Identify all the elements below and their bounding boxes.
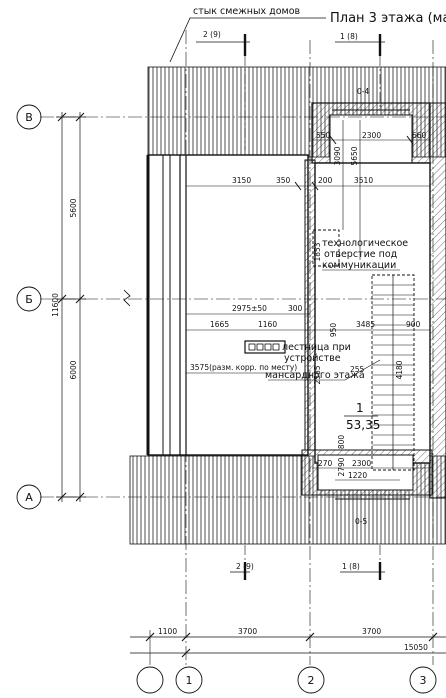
- dim-550: 550: [316, 131, 331, 140]
- dim-2975: 2975±50: [232, 304, 267, 313]
- dim-3510: 3510: [354, 176, 373, 185]
- dim-bottom-3700b: 3700: [362, 627, 381, 636]
- grid-bubble-col-1: [175, 666, 203, 694]
- dim-left-overall: 11600: [51, 293, 60, 317]
- svg-text:1 (8): 1 (8): [340, 32, 358, 41]
- dim-950: 950: [329, 323, 338, 338]
- dim-900: 900: [406, 320, 421, 329]
- grid-label-row-v: В: [25, 111, 33, 124]
- grid-bubble-col-blank: [136, 666, 164, 694]
- dim-350: 350: [276, 176, 291, 185]
- section-mark-bottom-left: 2 (9): [230, 562, 254, 580]
- dim-3485: 3485: [356, 320, 375, 329]
- dim-bottom-overall: 15050: [404, 643, 428, 652]
- room-1-outline: [314, 162, 431, 464]
- dim-2585: 2585: [313, 365, 322, 384]
- drawing-title: План 3 этажа (ман: [330, 11, 446, 26]
- stair-note-line3: мансардного этажа: [265, 370, 365, 381]
- dim-660: 660: [412, 131, 427, 140]
- dim-800: 800: [337, 435, 346, 450]
- grid-bubble-row-b: [16, 286, 42, 312]
- grid-bubble-col-2: [297, 666, 325, 694]
- dim-1665: 1665: [210, 320, 229, 329]
- grid-bubble-col-3: [409, 666, 437, 694]
- dim-1160: 1160: [258, 320, 277, 329]
- grid-bubble-row-a: [16, 484, 42, 510]
- grid-label-col-3: 3: [420, 674, 427, 687]
- room-number: 1: [356, 401, 364, 415]
- elevation-bottom: 0-5: [355, 517, 367, 526]
- dim-3090: 3090: [333, 146, 342, 165]
- dim-3150: 3150: [232, 176, 251, 185]
- tech-opening-outline: [312, 229, 340, 267]
- dim-4180: 4180: [395, 360, 404, 379]
- dim-bottom-3700a: 3700: [238, 627, 257, 636]
- dim-2300-bottom: 2300: [352, 459, 371, 468]
- tech-opening-note-line1: технологическое: [322, 238, 408, 249]
- dim-270: 270: [318, 459, 333, 468]
- section-mark-bottom-right: 1 (8): [340, 562, 385, 580]
- room-area: 53,35: [346, 418, 380, 432]
- grid-label-col-2: 2: [308, 674, 315, 687]
- stair-note-line2: устройстве: [284, 353, 341, 364]
- svg-text:1 (8): 1 (8): [342, 562, 360, 571]
- tech-opening-note-line2: отверстие под: [324, 249, 398, 260]
- grid-label-row-a: А: [25, 491, 33, 504]
- joint-leader-line: [169, 17, 326, 63]
- dim-200: 200: [318, 176, 333, 185]
- dim-300: 300: [288, 304, 303, 313]
- dim-5650: 5650: [350, 146, 359, 165]
- east-wall: [429, 102, 446, 499]
- west-block: [147, 154, 309, 456]
- dim-1853: 1853: [313, 242, 322, 261]
- dim-1220: 1220: [348, 471, 367, 480]
- svg-text:2 (9): 2 (9): [236, 562, 254, 571]
- joint-note: стык смежных домов: [193, 6, 301, 17]
- svg-text:2 (9): 2 (9): [203, 30, 221, 39]
- dim-bottom-1100: 1100: [158, 627, 177, 636]
- grid-label-row-b: Б: [25, 293, 33, 306]
- stair-flight: [371, 274, 415, 471]
- section-mark-top-left: 2 (9): [196, 30, 250, 56]
- dim-left-lower: 6000: [69, 360, 78, 379]
- dim-3575-note: 3575(разм. корр. по месту): [190, 363, 297, 372]
- grid-bubble-row-v: [16, 104, 42, 130]
- dim-2790: 2790: [337, 457, 346, 476]
- dim-left-upper: 5600: [69, 198, 78, 217]
- section-mark-top-right: 1 (8): [335, 32, 385, 56]
- tech-opening-note-line3: коммуникации: [322, 260, 396, 271]
- elevation-top: 0-4: [357, 87, 369, 96]
- grid-label-col-1: 1: [186, 674, 193, 687]
- dim-255: 255: [350, 365, 365, 374]
- stair-note-line1: лестница при: [282, 342, 351, 353]
- dim-2300-top: 2300: [362, 131, 381, 140]
